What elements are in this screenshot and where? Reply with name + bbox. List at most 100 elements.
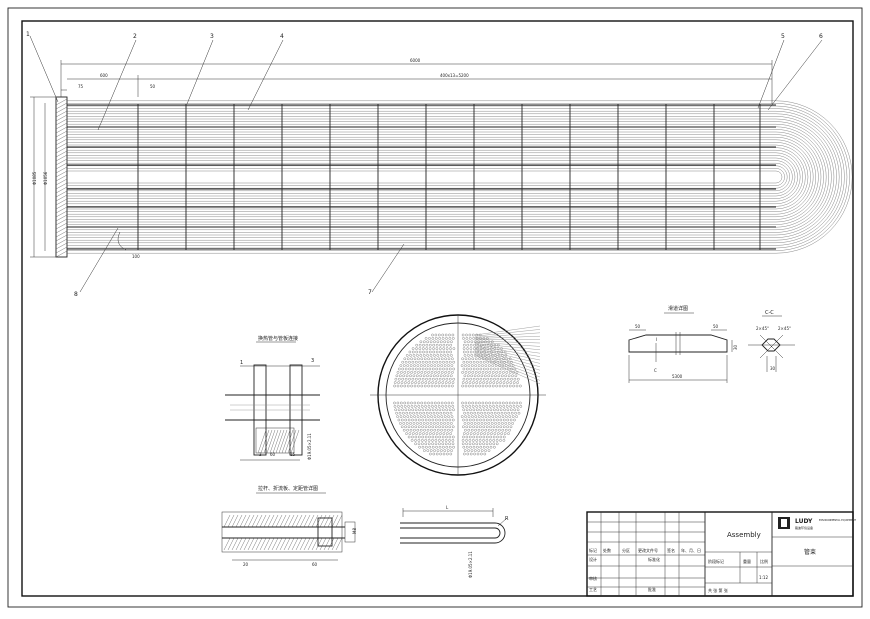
tube-hole bbox=[475, 365, 477, 367]
tube-hole bbox=[499, 439, 501, 441]
tube-hole bbox=[463, 378, 465, 380]
tube-hole bbox=[488, 375, 490, 377]
tube-hole bbox=[484, 453, 486, 455]
tube-hole bbox=[463, 368, 465, 370]
tube-hole bbox=[463, 409, 465, 411]
tube-hole bbox=[422, 446, 424, 448]
tube-hole bbox=[490, 378, 492, 380]
tube-hole bbox=[509, 371, 511, 373]
tube-hole bbox=[505, 416, 507, 418]
tube-hole bbox=[479, 358, 481, 360]
u-bend bbox=[776, 148, 805, 207]
tube-hole bbox=[415, 368, 417, 370]
tube-hole bbox=[426, 351, 428, 353]
tube-hole bbox=[422, 436, 424, 438]
tube-hole bbox=[478, 429, 480, 431]
tube-hole bbox=[465, 358, 467, 360]
stage-mark-label: 阶段标记 bbox=[708, 558, 724, 564]
tube-hole bbox=[492, 429, 494, 431]
tube-hole bbox=[476, 436, 478, 438]
tube-hole bbox=[469, 436, 471, 438]
tube-hole bbox=[410, 416, 412, 418]
tube-hole bbox=[493, 368, 495, 370]
tube-hole bbox=[480, 368, 482, 370]
tube-detail-dia: Φ19.05×2.11 bbox=[307, 433, 312, 460]
tube-hole bbox=[425, 446, 427, 448]
tube-hole bbox=[453, 378, 455, 380]
tube-hole bbox=[437, 365, 439, 367]
tube-hole bbox=[432, 436, 434, 438]
tube-hole bbox=[428, 443, 430, 445]
tube-hole bbox=[443, 412, 445, 414]
tube-hole bbox=[415, 361, 417, 363]
tube-hole bbox=[421, 358, 423, 360]
tube-hole bbox=[437, 422, 439, 424]
tube-hole bbox=[479, 385, 481, 387]
tube-hole bbox=[482, 402, 484, 404]
company-logo: LUDY ENVIRONMENTAL EQUIPMENT 路迪环境设备 bbox=[778, 517, 857, 530]
tube-hole bbox=[483, 426, 485, 428]
tube-hole bbox=[418, 443, 420, 445]
tube-hole bbox=[434, 365, 436, 367]
tube-hole bbox=[419, 378, 421, 380]
tube-hole bbox=[437, 429, 439, 431]
tube-hole bbox=[435, 439, 437, 441]
tube-hole bbox=[440, 422, 442, 424]
tube-hole bbox=[425, 337, 427, 339]
tube-hole bbox=[465, 385, 467, 387]
tube-hole bbox=[489, 405, 491, 407]
tube-hole bbox=[448, 371, 450, 373]
tube-hole bbox=[501, 422, 503, 424]
tube-hole bbox=[488, 422, 490, 424]
tube-hole bbox=[503, 409, 505, 411]
tube-hole bbox=[506, 385, 508, 387]
tube-hole bbox=[419, 412, 421, 414]
tube-hole bbox=[506, 402, 508, 404]
tube-hole bbox=[512, 416, 514, 418]
tube-hole bbox=[472, 382, 474, 384]
tube-hole bbox=[447, 429, 449, 431]
tube-hole bbox=[426, 344, 428, 346]
tube-hole bbox=[445, 371, 447, 373]
tube-hole bbox=[491, 341, 493, 343]
tube-hole bbox=[444, 416, 446, 418]
slide-dim-5300: 5300 bbox=[672, 374, 683, 379]
tube-hole bbox=[446, 344, 448, 346]
tube-hole bbox=[472, 385, 474, 387]
tube-hole bbox=[484, 433, 486, 435]
tube-hole bbox=[403, 416, 405, 418]
tube-hole bbox=[432, 368, 434, 370]
tube-hole bbox=[400, 365, 402, 367]
tube-hole bbox=[463, 361, 465, 363]
tube-hole bbox=[487, 412, 489, 414]
tube-hole bbox=[470, 412, 472, 414]
tube-hole bbox=[473, 368, 475, 370]
tube-hole bbox=[462, 334, 464, 336]
tube-hole bbox=[476, 426, 478, 428]
tube-hole bbox=[418, 405, 420, 407]
tube-hole bbox=[484, 341, 486, 343]
tube-hole bbox=[464, 375, 466, 377]
tube-hole bbox=[479, 426, 481, 428]
tube-hole bbox=[480, 446, 482, 448]
tube-hole bbox=[447, 341, 449, 343]
tube-hole bbox=[476, 419, 478, 421]
tube-hole bbox=[418, 382, 420, 384]
tube-hole bbox=[396, 375, 398, 377]
tube-hole bbox=[470, 378, 472, 380]
tube-hole bbox=[449, 348, 451, 350]
tube-hole bbox=[445, 385, 447, 387]
tube-hole bbox=[448, 439, 450, 441]
tube-hole bbox=[434, 385, 436, 387]
tube-hole bbox=[433, 344, 435, 346]
tube-hole bbox=[491, 412, 493, 414]
ratio-label: 比例 bbox=[760, 558, 768, 564]
tube-hole bbox=[446, 348, 448, 350]
tube-hole bbox=[480, 433, 482, 435]
tube-hole bbox=[424, 402, 426, 404]
tube-hole bbox=[452, 443, 454, 445]
tube-hole bbox=[488, 365, 490, 367]
tube-hole bbox=[424, 385, 426, 387]
tube-hole bbox=[483, 409, 485, 411]
tube-hole bbox=[449, 419, 451, 421]
